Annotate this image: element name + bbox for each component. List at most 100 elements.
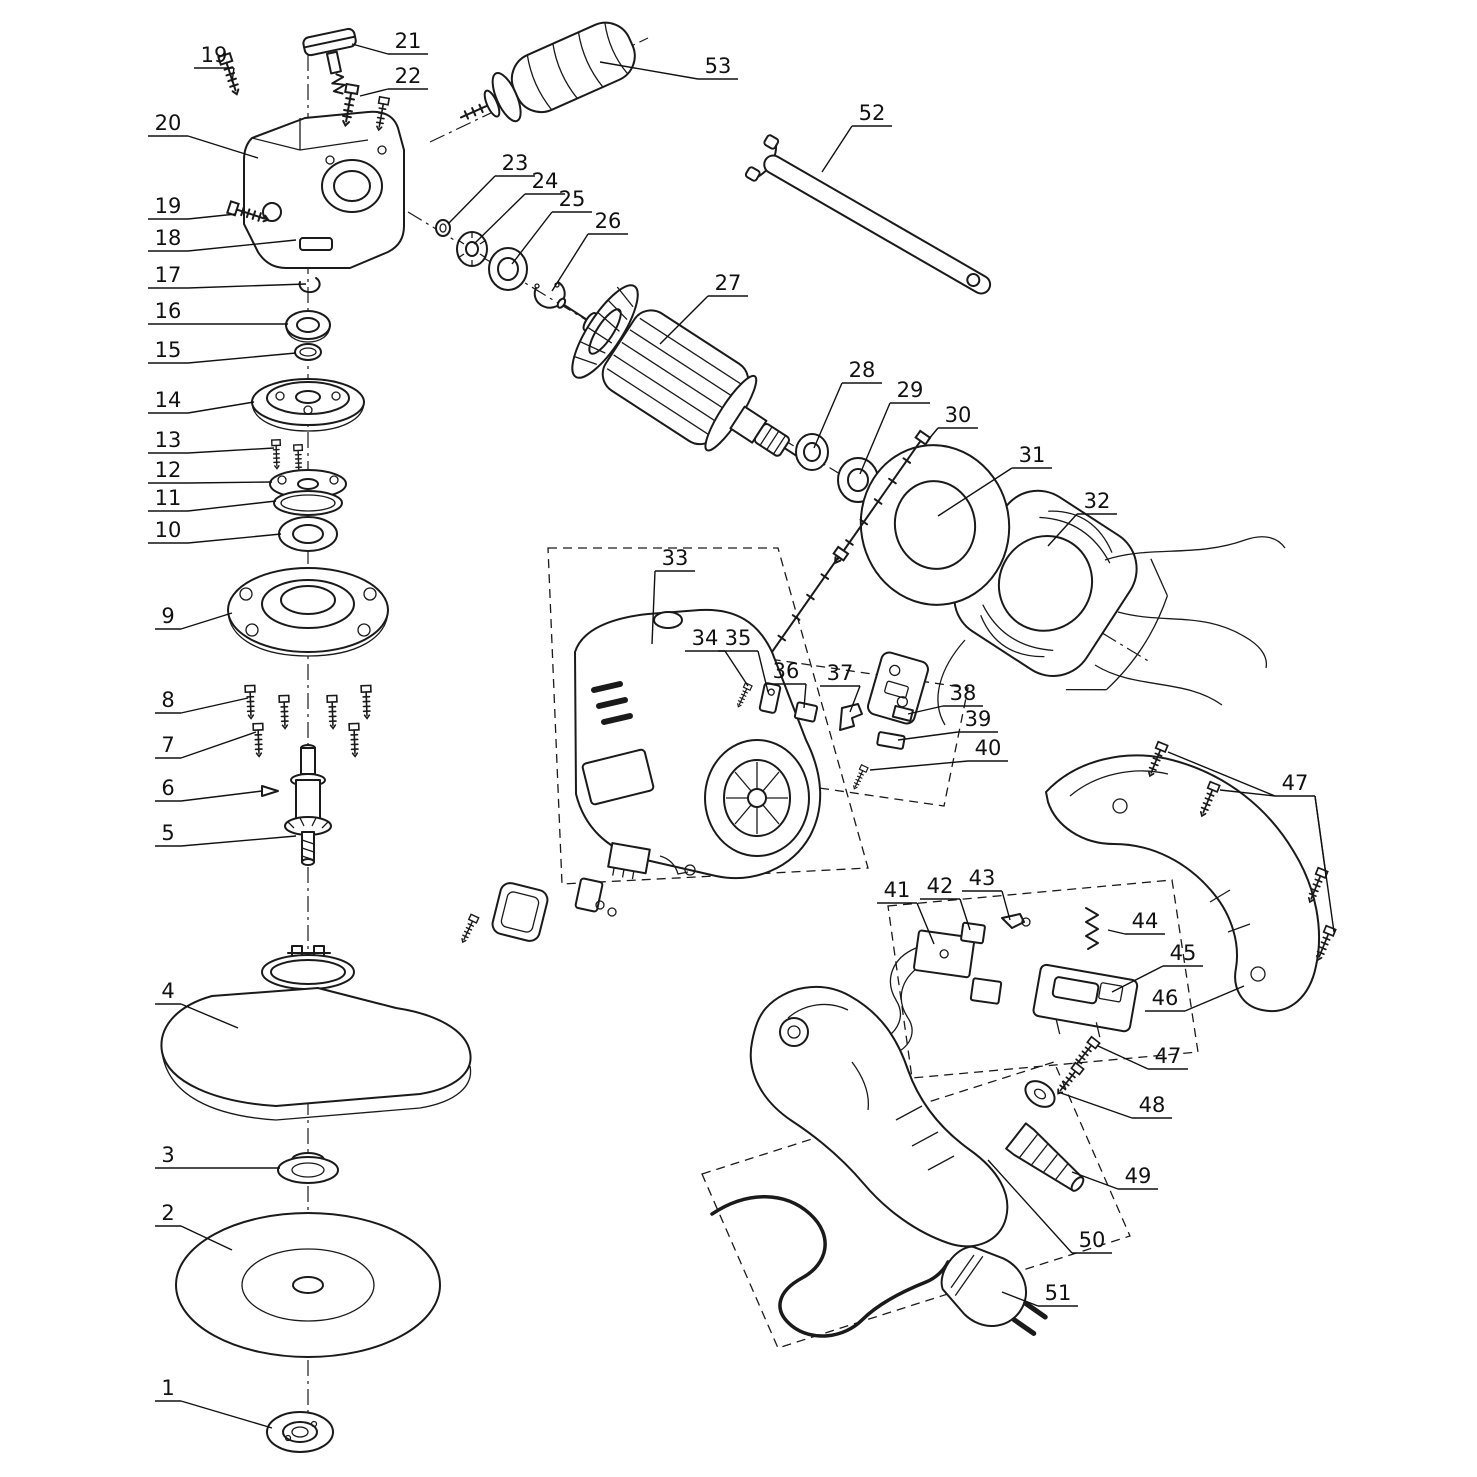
- part-number-text: 31: [1019, 443, 1046, 467]
- part-rear-handle: [749, 985, 1009, 1248]
- part-bearing-flange: [227, 567, 389, 657]
- part-number-text: 38: [950, 681, 977, 705]
- part-small-internals: [458, 842, 696, 945]
- part-number-text: 49: [1125, 1164, 1152, 1188]
- part-armature: [556, 284, 813, 469]
- part-label-52: 52: [821, 101, 892, 173]
- part-label-8: 8: [155, 688, 249, 714]
- part-number-text: 19: [155, 194, 182, 218]
- part-number-text: 3: [161, 1143, 174, 1167]
- part-number-text: 20: [155, 111, 182, 135]
- part-number-text: 7: [161, 733, 174, 757]
- part-number-text: 42: [927, 874, 954, 898]
- part-label-44: 44: [1107, 909, 1165, 935]
- part-number-text: 32: [1084, 489, 1111, 513]
- part-label-28: 28: [813, 358, 882, 449]
- part-number-text: 50: [1079, 1228, 1106, 1252]
- part-number-text: 37: [827, 661, 854, 685]
- part-number-text: 40: [975, 736, 1002, 760]
- part-number-text: 23: [502, 151, 529, 175]
- part-label-34: 34: [685, 626, 749, 687]
- part-label-2: 2: [155, 1201, 233, 1251]
- part-label-1: 1: [155, 1376, 273, 1429]
- part-label-17: 17: [148, 263, 307, 289]
- part-spanner-wrench: [744, 134, 992, 295]
- part-label-18: 18: [148, 226, 297, 252]
- part-label-9: 9: [155, 604, 233, 630]
- part-label-39: 39: [897, 707, 998, 741]
- part-gasket: [273, 490, 343, 516]
- part-number-text: 15: [155, 338, 182, 362]
- part-number-text: 17: [155, 263, 182, 287]
- part-number-text: 53: [705, 54, 732, 78]
- part-label-37: 37: [820, 661, 861, 713]
- part-handle-screws: [1024, 1036, 1101, 1108]
- part-label-13: 13: [148, 428, 275, 454]
- part-gear-housing: [243, 110, 405, 269]
- part-label-35: 35: [718, 626, 769, 693]
- part-number-text: 27: [715, 271, 742, 295]
- part-number-text: 44: [1132, 909, 1159, 933]
- part-number-text: 1: [161, 1376, 174, 1400]
- part-number-text: 9: [161, 604, 174, 628]
- part-ring: [294, 343, 322, 361]
- part-bevel-gear: [456, 231, 488, 267]
- part-spindle-nut: [435, 219, 451, 237]
- part-label-38: 38: [907, 681, 983, 715]
- part-label-15: 15: [148, 338, 297, 364]
- part-bearing-sleeve: [837, 457, 879, 503]
- part-label-45: 45: [1111, 941, 1203, 993]
- part-power-cord: [710, 1195, 1048, 1338]
- part-label-47: 47: [1097, 1044, 1188, 1070]
- part-label-7: 7: [155, 731, 257, 759]
- part-number-text: 43: [969, 866, 996, 890]
- part-number-text: 22: [395, 64, 422, 88]
- part-number-text: 45: [1170, 941, 1197, 965]
- part-number-text: 21: [395, 29, 422, 53]
- part-number-text: 28: [849, 358, 876, 382]
- part-side-handle: [459, 21, 636, 123]
- part-label-26: 26: [551, 209, 628, 292]
- part-spindle-flange: [251, 378, 365, 432]
- part-label-21: 21: [351, 29, 428, 55]
- part-label-48: 48: [1057, 1091, 1172, 1119]
- part-rear-bearing: [795, 433, 829, 471]
- part-number-text: 5: [161, 821, 174, 845]
- part-label-16: 16: [148, 299, 288, 325]
- part-label-12: 12: [148, 458, 273, 484]
- part-label-47: 47: [1167, 751, 1335, 933]
- part-number-text: 25: [559, 187, 586, 211]
- part-number-text: 30: [945, 403, 972, 427]
- part-wheel-guard: [160, 945, 472, 1121]
- part-label-46: 46: [1145, 985, 1245, 1012]
- part-label-53: 53: [599, 54, 738, 80]
- part-grinding-disc: [175, 1212, 441, 1358]
- part-number-text: 13: [155, 428, 182, 452]
- part-rear-cover: [1045, 754, 1321, 1013]
- part-label-51: 51: [1001, 1281, 1078, 1307]
- part-label-30: 30: [927, 403, 978, 441]
- part-number-text: 19: [201, 43, 228, 67]
- part-number-text: 14: [155, 388, 182, 412]
- part-number-text: 4: [161, 979, 174, 1003]
- part-label-24: 24: [473, 169, 565, 245]
- part-label-19: 19: [148, 194, 237, 220]
- part-number-text: 29: [897, 378, 924, 402]
- part-number-text: 24: [532, 169, 559, 193]
- part-brush-terminal-set: [734, 651, 929, 791]
- part-label-5: 5: [155, 821, 297, 847]
- part-label-49: 49: [1071, 1164, 1158, 1190]
- part-number-text: 36: [773, 659, 800, 683]
- part-label-40: 40: [869, 736, 1008, 771]
- part-number-text: 11: [155, 486, 182, 510]
- part-bearing-upper: [285, 310, 331, 343]
- part-baffle-disc: [859, 444, 1011, 606]
- part-number-text: 18: [155, 226, 182, 250]
- part-inner-flange: [277, 1152, 339, 1184]
- part-label-20: 20: [148, 111, 259, 159]
- part-label-50: 50: [987, 1159, 1112, 1254]
- part-number-text: 39: [965, 707, 992, 731]
- part-number-text: 8: [161, 688, 174, 712]
- part-number-text: 10: [155, 518, 182, 542]
